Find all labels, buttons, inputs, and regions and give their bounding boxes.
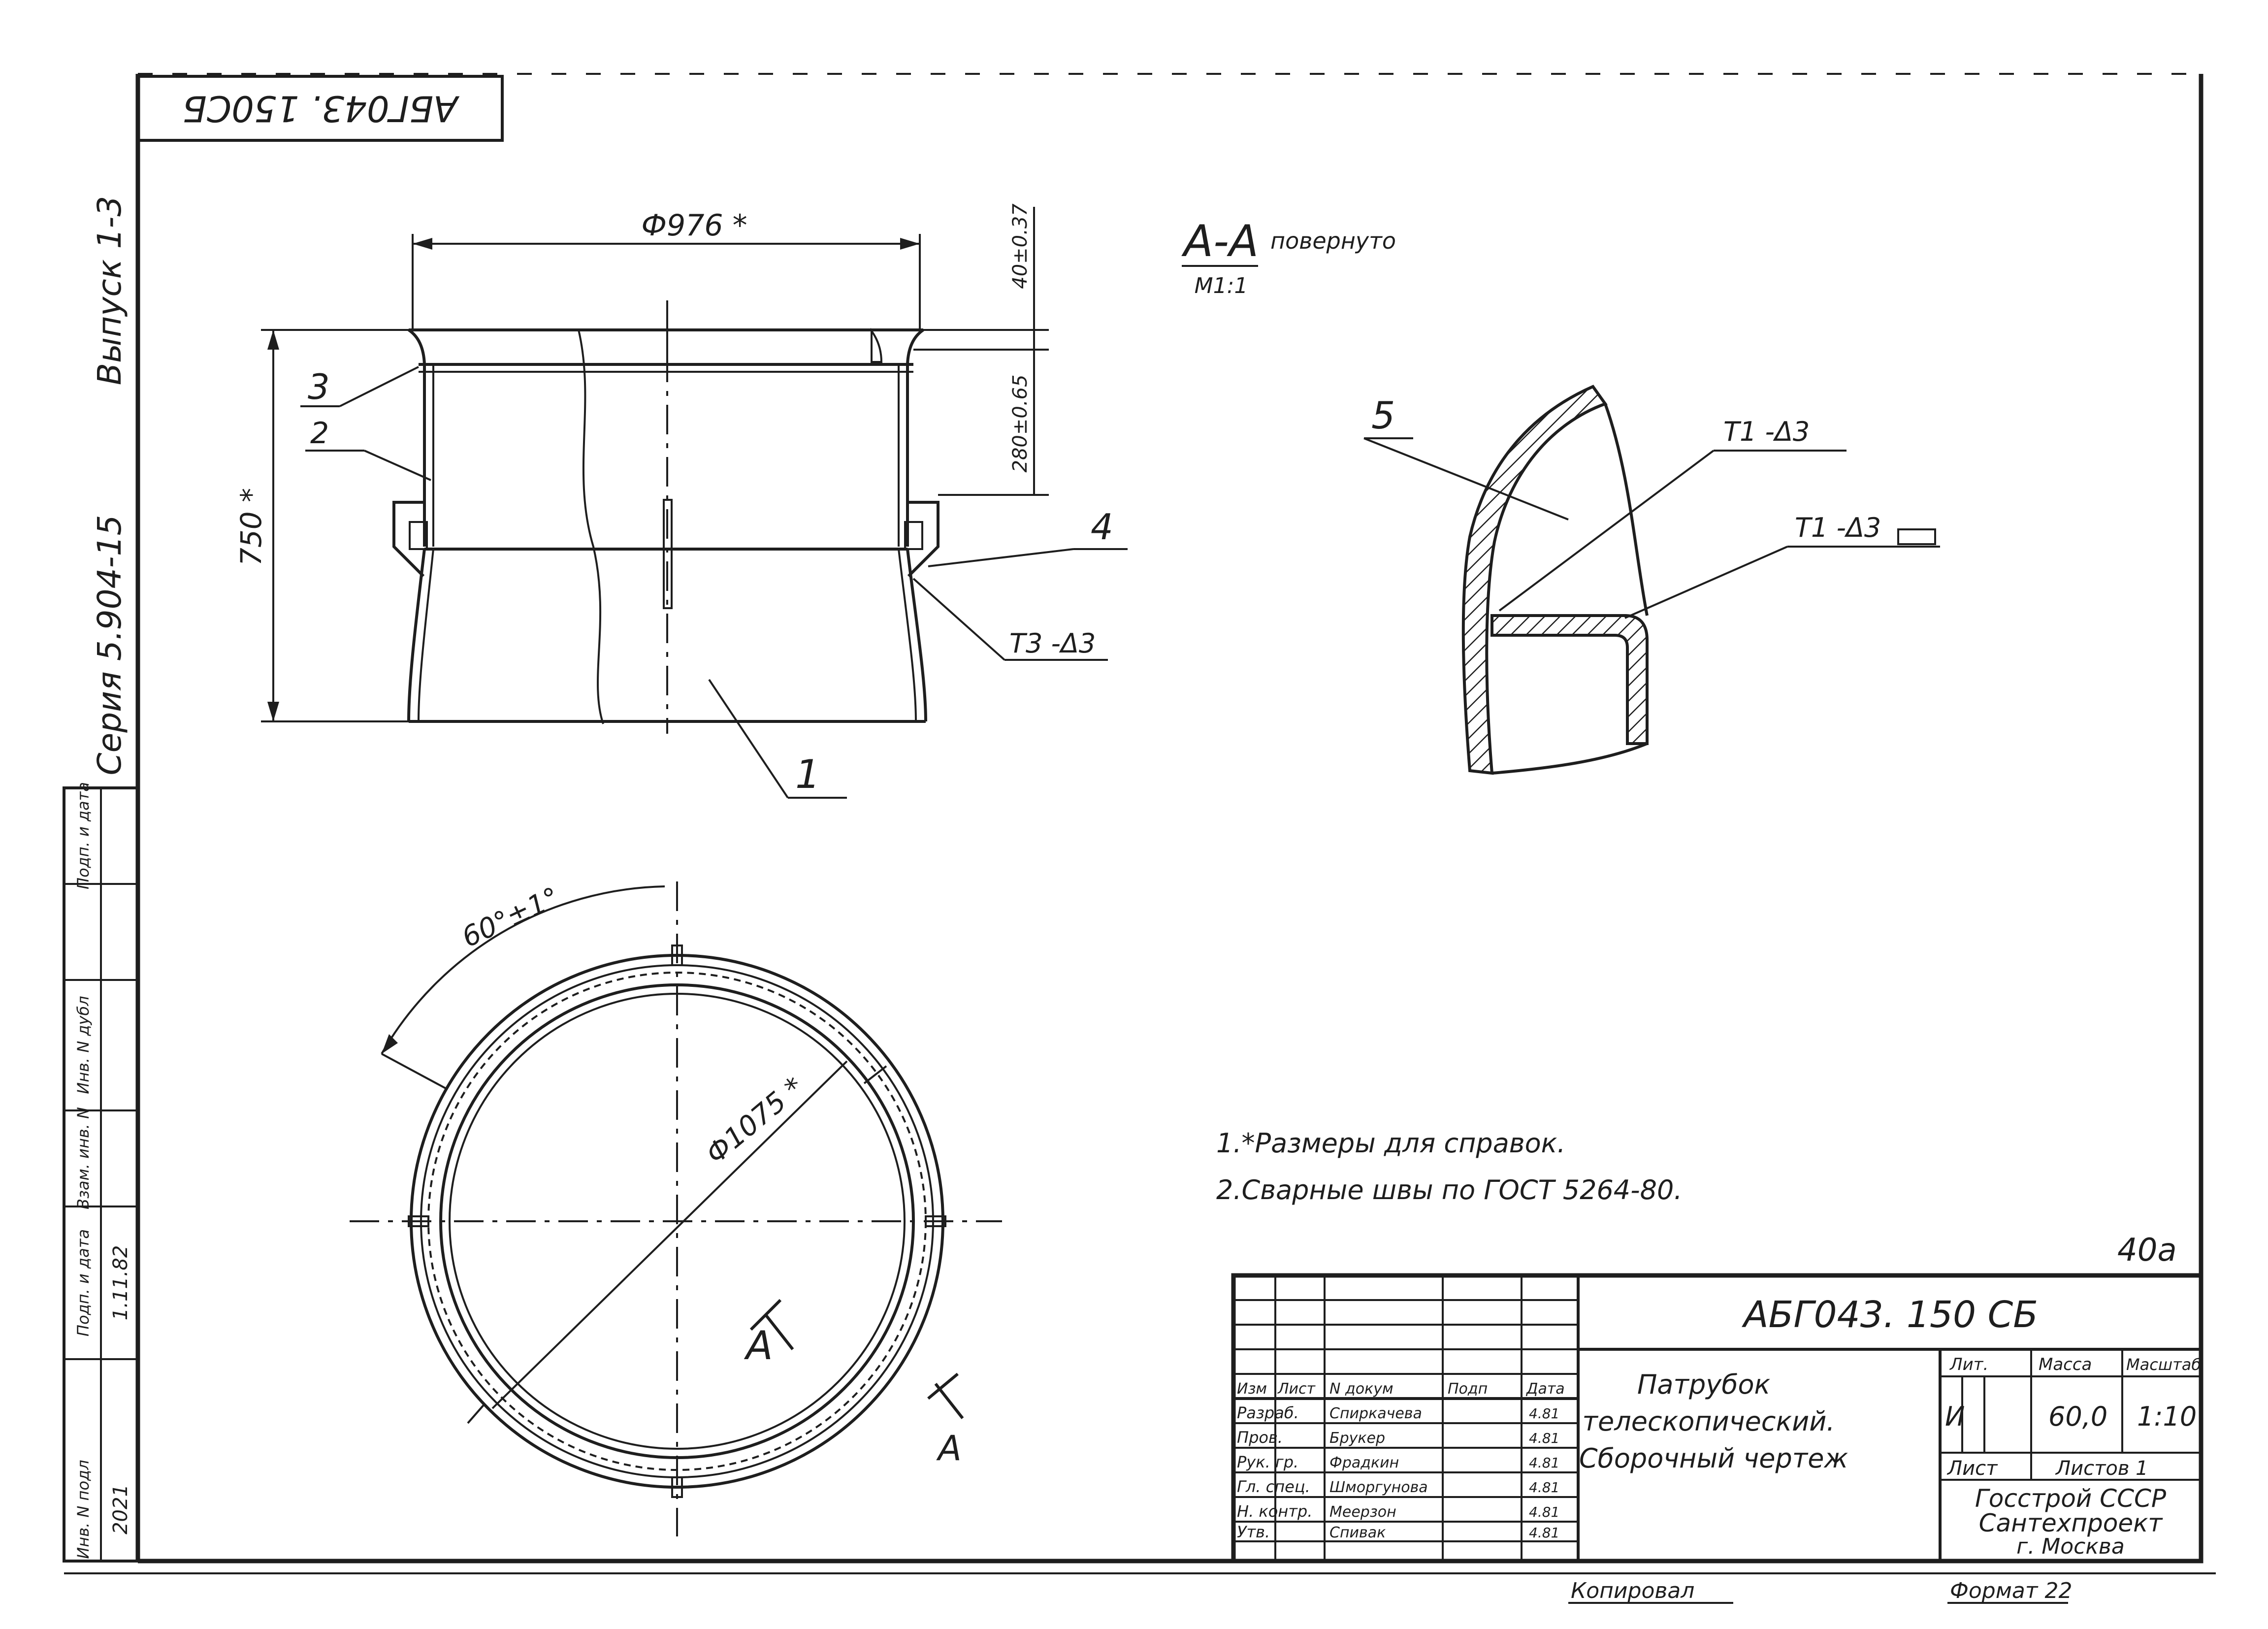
doc-number: АБГ043. 150 СБ (1742, 1294, 2038, 1336)
format-label: Формат 22 (1950, 1578, 2073, 1603)
org-line-1: Госстрой СССР (1975, 1484, 2167, 1513)
sheet-label: Лист (1946, 1457, 1998, 1480)
name-line-3: Сборочный чертеж (1579, 1443, 1848, 1474)
mass-label: Масса (2039, 1355, 2092, 1374)
col-inv-dubl: Инв. N дубл (74, 996, 93, 1094)
position-2: 2 (310, 416, 329, 451)
role-5-name: Спивак (1329, 1524, 1386, 1541)
issue-label: Выпуск 1-3 (91, 196, 129, 386)
plan-angle: 60°±1° (457, 881, 564, 954)
dim-height: 750 * (234, 488, 268, 566)
role-4-date: 4.81 (1529, 1504, 1559, 1520)
weld-note-front: Т3 -Δ3 (1009, 628, 1096, 659)
weld-note-1: Т1 -Δ3 (1723, 416, 1810, 447)
org-line-3: г. Москва (2016, 1534, 2125, 1559)
role-3-date: 4.81 (1529, 1479, 1559, 1496)
role-4-name: Меерзон (1329, 1503, 1396, 1521)
role-5: Утв. (1237, 1523, 1270, 1541)
dim-top-diameter: Ф976 * (641, 208, 747, 243)
scale-label: Масштаб (2126, 1355, 2201, 1374)
lit-value: И (1945, 1401, 1965, 1432)
col-vzam-inv: Взам. инв. N (74, 1107, 93, 1209)
position-3: 3 (308, 367, 330, 407)
org-line-2: Сантехпроект (1979, 1509, 2164, 1537)
col-inv-podl: Инв. N подл (74, 1460, 93, 1559)
position-4: 4 (1091, 506, 1113, 548)
plan-diameter: Ф1075 * (700, 1071, 810, 1171)
dim-shell: 280±0.65 (1009, 375, 1032, 473)
dim-flange: 40±0.37 (1009, 203, 1032, 289)
role-3: Гл. спец. (1237, 1477, 1310, 1496)
hdr-podp: Подп (1448, 1380, 1488, 1398)
role-1: Пров. (1237, 1428, 1283, 1447)
name-line-1: Патрубок (1637, 1369, 1771, 1400)
mass-value: 60,0 (2048, 1401, 2107, 1432)
section-title: А-А (1181, 216, 1259, 266)
role-1-date: 4.81 (1529, 1430, 1559, 1446)
section-shell (1461, 385, 1608, 775)
hdr-doc: N докум (1329, 1380, 1393, 1398)
plan-view: Ф1075 * 60°±1° А А (350, 881, 1002, 1536)
col-podp-data-1: Подп. и дата (74, 1229, 93, 1336)
position-5: 5 (1371, 393, 1395, 437)
role-3-name: Шморгунова (1329, 1479, 1428, 1496)
role-4: Н. контр. (1237, 1502, 1312, 1521)
role-2-date: 4.81 (1529, 1455, 1559, 1471)
section-title-suffix: повернуто (1270, 228, 1396, 254)
copied-label: Копировал (1571, 1578, 1694, 1603)
front-view: Ф976 * 750 * 40±0.37 280±0.65 3 2 4 Т3 -… (234, 203, 1128, 799)
role-1-name: Брукер (1329, 1430, 1385, 1447)
section-rib (1490, 614, 1649, 745)
title-block: АБГ043. 150 СБ Патрубок телескопический.… (1231, 1273, 2203, 1564)
name-line-2: телескопический. (1583, 1406, 1835, 1437)
role-2: Рук. гр. (1237, 1453, 1298, 1471)
left-strip: Серия 5.904-15 Выпуск 1-3 Инв. N подл По… (63, 196, 139, 1563)
section-view: А-А повернуто М1:1 5 Т1 -Δ3 Т1 -Δ3 (1181, 216, 1940, 775)
note-2: 2.Сварные швы по ГОСТ 5264-80. (1216, 1174, 1683, 1205)
hdr-izm: Изм (1237, 1380, 1267, 1398)
col-podp-data-2: Подп. и дата (74, 782, 93, 889)
note-1: 1.*Размеры для справок. (1216, 1128, 1565, 1159)
sign-value: 1.11.82 (109, 1245, 132, 1321)
cut-label-right: А (936, 1428, 962, 1468)
sheets-label: Листов 1 (2055, 1457, 2148, 1480)
position-1: 1 (795, 751, 820, 797)
top-stamp-text: АБГ043. 150СБ (182, 88, 459, 129)
hdr-data: Дата (1525, 1380, 1565, 1398)
role-2-name: Фрадкин (1329, 1454, 1399, 1471)
role-5-date: 4.81 (1529, 1525, 1559, 1541)
inv-value: 2021 (109, 1484, 132, 1534)
hdr-list: Лист (1277, 1380, 1316, 1398)
series-label: Серия 5.904-15 (91, 515, 129, 776)
role-0-name: Спиркачева (1329, 1405, 1422, 1422)
role-0: Разраб. (1237, 1403, 1299, 1422)
weld-note-2: Т1 -Δ3 (1795, 512, 1881, 543)
cut-label-left: А (744, 1323, 773, 1368)
section-scale: М1:1 (1195, 273, 1248, 298)
lit-label: Лит. (1949, 1355, 1988, 1374)
role-0-date: 4.81 (1529, 1405, 1559, 1422)
scale-value: 1:10 (2137, 1401, 2197, 1432)
notes: 1.*Размеры для справок. 2.Сварные швы по… (1216, 1128, 2177, 1269)
top-stamp: АБГ043. 150СБ (136, 75, 504, 142)
page-mark: 40а (2117, 1232, 2177, 1269)
